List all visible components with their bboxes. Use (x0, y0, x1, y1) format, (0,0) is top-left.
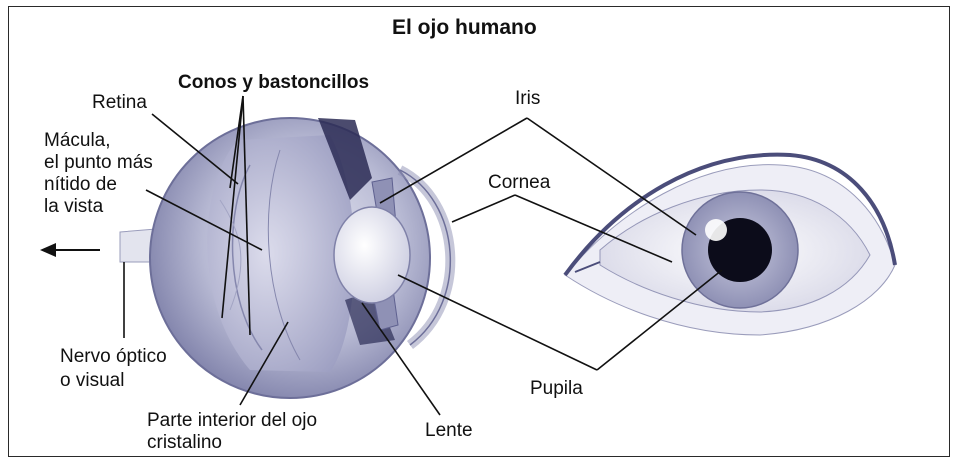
label-parte-interior-line2: cristalino (147, 432, 222, 453)
diagram-title: El ojo humano (392, 16, 537, 39)
label-retina: Retina (92, 92, 147, 113)
label-pupila: Pupila (530, 378, 583, 399)
direction-arrow (40, 243, 100, 257)
external-eye (563, 152, 897, 336)
label-nervio-line1: Nervo óptico (60, 346, 167, 367)
label-cornea: Cornea (488, 172, 551, 193)
label-iris: Iris (515, 88, 541, 109)
eyeball-cross-section (149, 117, 456, 399)
label-conos-bastoncillos: Conos y bastoncillos (178, 72, 370, 93)
leader-lines (123, 95, 723, 416)
label-macula-line1: Mácula, (44, 130, 111, 151)
label-parte-interior-line1: Parte interior del ojo (147, 410, 318, 431)
label-macula-line3: nítido de (44, 174, 117, 195)
label-nervio-line2: o visual (60, 370, 125, 391)
label-macula-line2: el punto más (44, 152, 153, 173)
label-macula-line4: la vista (44, 196, 104, 217)
label-lente: Lente (425, 420, 473, 441)
